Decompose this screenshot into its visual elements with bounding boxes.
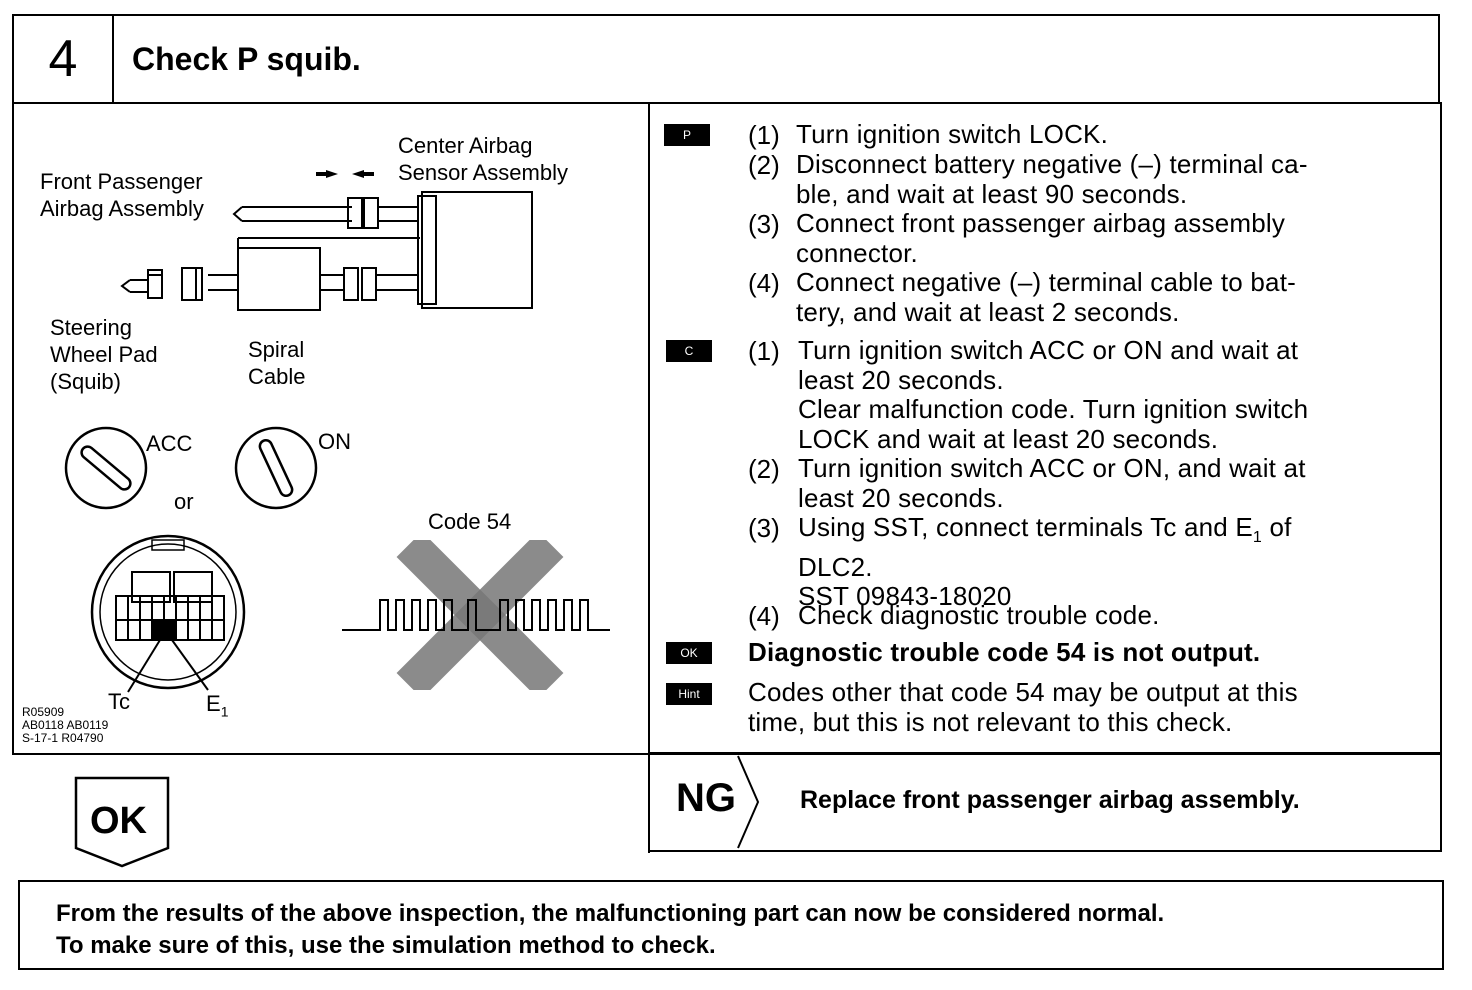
tc-label: Tc <box>108 689 130 714</box>
passenger-wire <box>242 206 352 222</box>
sensor-connector <box>417 195 437 305</box>
line: least 20 seconds. <box>798 364 1004 395</box>
on-label: ON <box>318 429 351 454</box>
footer-note-box: From the results of the above inspection… <box>18 880 1444 970</box>
p-marker: P <box>664 124 710 146</box>
c-step-3: Using SST, connect terminals Tc and E1 o… <box>798 512 1292 612</box>
line: Check diagnostic trouble code. <box>798 600 1160 630</box>
ref-code: S-17-1 R04790 <box>22 731 104 745</box>
label-line: (Squib) <box>50 369 121 394</box>
acc-label: ACC <box>146 431 193 456</box>
steering-label: Steering Wheel Pad (Squib) <box>50 314 158 395</box>
step-num: (1) <box>748 120 780 150</box>
ref-code: R05909 <box>22 705 65 719</box>
step-number: 4 <box>14 16 114 102</box>
or-label: or <box>174 489 194 514</box>
ng-arrow-icon <box>737 755 760 849</box>
e1-label: E1 <box>206 690 228 725</box>
key-on-icon <box>234 426 318 510</box>
footer-line: From the results of the above inspection… <box>56 900 1165 927</box>
line: connector. <box>796 237 918 268</box>
line: DLC2. <box>798 551 873 582</box>
ok-badge-icon <box>74 776 170 868</box>
hint-marker: Hint <box>666 683 712 705</box>
line: Connect front passenger airbag assembly <box>796 208 1286 238</box>
center-sensor-label: Center Airbag Sensor Assembly <box>398 132 568 186</box>
key-acc-icon <box>64 426 148 510</box>
step-num: (4) <box>748 268 780 298</box>
p-step-4: Connect negative (–) terminal cable to b… <box>796 267 1296 327</box>
passenger-connector-b <box>363 197 379 229</box>
label-line: Airbag Assembly <box>40 196 204 221</box>
column-divider <box>648 103 650 853</box>
code-54-waveform <box>342 540 610 690</box>
c-step-1: Turn ignition switch ACC or ON and wait … <box>798 335 1309 454</box>
ng-action-text: Replace front passenger airbag assembly. <box>800 786 1300 814</box>
line: time, but this is not relevant to this c… <box>748 706 1233 737</box>
line-text: Using SST, connect terminals Tc and E <box>798 512 1253 542</box>
ng-result-box <box>648 752 1442 852</box>
main-content-frame <box>12 102 1442 755</box>
line: Using SST, connect terminals Tc and E1 o… <box>798 512 1292 553</box>
label-line: Wheel Pad <box>50 342 158 367</box>
line: SST 09843-18020 <box>798 581 1012 612</box>
step-num: (3) <box>748 513 780 543</box>
line: Turn ignition switch ACC or ON and wait … <box>798 335 1299 365</box>
c-marker: C <box>666 340 712 362</box>
subscript: 1 <box>1252 529 1263 547</box>
footer-line: To make sure of this, use the simulation… <box>56 932 716 959</box>
step-num: (1) <box>748 336 780 366</box>
ok-badge-label: OK <box>90 800 147 842</box>
spiral-label: Spiral Cable <box>248 336 305 390</box>
p-step-3: Connect front passenger airbag assembly … <box>796 208 1286 268</box>
ignition-key-diagram <box>64 426 318 510</box>
front-passenger-label: Front Passenger Airbag Assembly <box>40 168 204 222</box>
e1-main: E <box>206 691 221 716</box>
dlc2-connector-icon <box>90 534 246 693</box>
line: LOCK and wait at least 20 seconds. <box>798 423 1219 454</box>
step-num: (3) <box>748 209 780 239</box>
line: Turn ignition switch ACC or ON, and wait… <box>798 453 1306 483</box>
line: Connect negative (–) terminal cable to b… <box>796 267 1296 297</box>
steering-connector-b <box>147 269 163 299</box>
label-line: Steering <box>50 315 132 340</box>
ok-result-text: Diagnostic trouble code 54 is not output… <box>748 637 1261 667</box>
line-tail: of <box>1262 512 1292 542</box>
steering-connector-a <box>181 267 197 301</box>
label-line: Sensor Assembly <box>398 160 568 185</box>
line: Clear malfunction code. Turn ignition sw… <box>798 394 1309 425</box>
c-step-2: Turn ignition switch ACC or ON, and wait… <box>798 453 1306 513</box>
label-line: Center Airbag <box>398 133 533 158</box>
step-num: (2) <box>748 454 780 484</box>
spiral-connector-b <box>361 267 377 301</box>
step-title: Check P squib. <box>132 41 361 77</box>
center-sensor-box <box>421 191 533 309</box>
line: ble, and wait at least 90 seconds. <box>796 178 1188 209</box>
line: Turn ignition switch LOCK. <box>796 119 1109 149</box>
line: Disconnect battery negative (–) terminal… <box>796 149 1308 179</box>
spiral-cable-box <box>237 247 321 311</box>
passenger-wire-end <box>232 206 243 222</box>
hint-text: Codes other that code 54 may be output a… <box>748 677 1298 737</box>
p-step-2: Disconnect battery negative (–) terminal… <box>796 149 1308 209</box>
spiral-connector-a <box>343 267 359 301</box>
line: least 20 seconds. <box>798 482 1004 513</box>
p-step-1: Turn ignition switch LOCK. <box>796 119 1109 150</box>
step-num: (2) <box>748 150 780 180</box>
line: Codes other that code 54 may be output a… <box>748 677 1298 707</box>
passenger-connector-a <box>347 197 363 229</box>
code-label: Code 54 <box>428 509 512 534</box>
label-line: Spiral <box>248 337 305 362</box>
ok-marker: OK <box>666 642 712 664</box>
label-line: Cable <box>248 364 306 389</box>
e1-sub: 1 <box>220 703 229 720</box>
step-num: (4) <box>748 601 780 631</box>
label-line: Front Passenger <box>40 169 203 194</box>
wiring-diagram <box>120 170 533 311</box>
ref-code: AB0118 AB0119 <box>22 718 109 732</box>
ng-label: NG <box>676 776 736 820</box>
line: tery, and wait at least 2 seconds. <box>796 296 1180 327</box>
c-step-4: Check diagnostic trouble code. <box>798 600 1160 631</box>
step-header: 4 Check P squib. <box>12 14 1440 104</box>
